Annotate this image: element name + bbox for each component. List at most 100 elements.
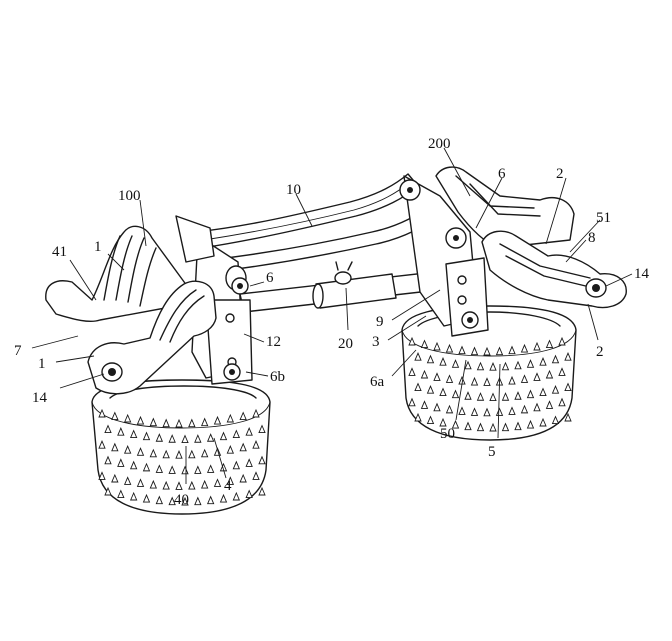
wheel-stud [181,496,189,506]
wheel-stud [111,411,119,421]
wheel-stud [258,455,266,465]
wheel-stud [520,404,529,414]
wheel-stud [162,418,170,428]
wheel-stud [129,491,138,501]
wheel-stud [155,433,164,442]
label-7: 7 [14,343,22,359]
wheel-stud [526,389,535,399]
label-10: 10 [286,182,301,198]
wheel-stud [508,406,516,415]
wheel-stud [175,481,183,490]
wheel-stud [129,429,138,439]
wheel-stud [445,374,454,383]
wheel-stud [117,458,125,467]
wheel-stud [104,455,112,465]
wheel-stud [433,372,441,381]
wheel-stud [414,352,422,361]
wheel-stud [545,369,554,379]
wheel-stud [188,418,196,428]
wheel-stud [155,495,164,505]
wheel-stud [258,486,266,496]
wheel-stud [213,478,222,487]
wheel-stud [111,473,119,483]
wheel-stud [420,339,429,349]
wheel-stud [508,345,516,355]
wheel-stud [104,424,112,434]
wheel-stud [245,458,253,467]
wheel-stud [533,372,541,381]
label-2: 2 [556,166,564,182]
wheel-stud [458,406,466,415]
wheel-stud [464,391,472,400]
label-20: 20 [338,336,353,352]
wheel-stud [426,385,435,394]
wheel-stud [239,442,247,452]
left-pin [225,265,249,295]
wheel-stud [476,392,485,401]
wheel-stud [168,496,176,506]
wheel-stud [98,471,106,480]
wheel-stud [149,417,158,427]
wheel-stud [142,462,151,472]
label-6: 6 [498,166,506,182]
wheel-stud [483,407,491,417]
label-12: 12 [266,334,281,350]
wheel-stud [470,407,479,416]
wheel-stud [551,415,560,425]
wheel-stud [194,465,202,474]
wheel-stud [501,361,510,371]
wheel-stud [162,449,170,459]
label-40: 40 [174,492,189,508]
wheel-stud [539,417,547,427]
label-2: 2 [596,344,604,360]
label-5: 5 [488,444,496,460]
wheel-stud [206,433,215,442]
wheel-stud [564,382,572,392]
wheel-stud [136,415,145,425]
wheel-stud [252,408,260,418]
wheel-stud [175,450,183,459]
wheel-stud [136,447,145,456]
wheel-stud [489,362,497,371]
label-6: 6 [266,270,274,286]
wheel-stud [142,431,151,441]
wheel-stud [420,369,429,379]
wheel-stud [117,427,125,436]
wheel-stud [245,427,253,436]
wheel-stud [445,404,454,414]
wheel-stud [181,434,189,444]
wheel-stud [232,460,241,470]
wheel-stud [445,343,454,353]
label-6b: 6b [270,369,285,385]
wheel-stud [226,445,235,454]
label-14: 14 [32,390,48,406]
wheel-stud [414,412,422,422]
wheel-stud [232,429,241,439]
wheel-stud [514,391,522,400]
wheel-stud [433,402,441,412]
label-100: 100 [118,188,141,204]
wheel-stud [420,400,429,409]
wheel-stud [545,400,554,409]
wheel-stud [123,413,132,423]
label-14: 14 [634,266,650,282]
wheel-stud [226,413,235,423]
wheel-stud [219,431,228,441]
wheel-stud [111,442,119,452]
wheel-stud [564,352,572,361]
wheel-stud [188,449,196,459]
wheel-stud [206,464,215,473]
wheel-stud [123,476,132,485]
wheel-stud [489,392,497,402]
label-200: 200 [428,136,451,152]
wheel-stud [426,354,435,364]
wheel-stud [483,377,491,386]
wheel-stud [123,445,132,454]
label-1: 1 [94,239,102,255]
wheel-stud [188,480,196,490]
wheel-stud [558,367,566,376]
wheel-stud [200,448,209,458]
wheel-stud [239,473,247,483]
wheel-stud [408,367,416,376]
